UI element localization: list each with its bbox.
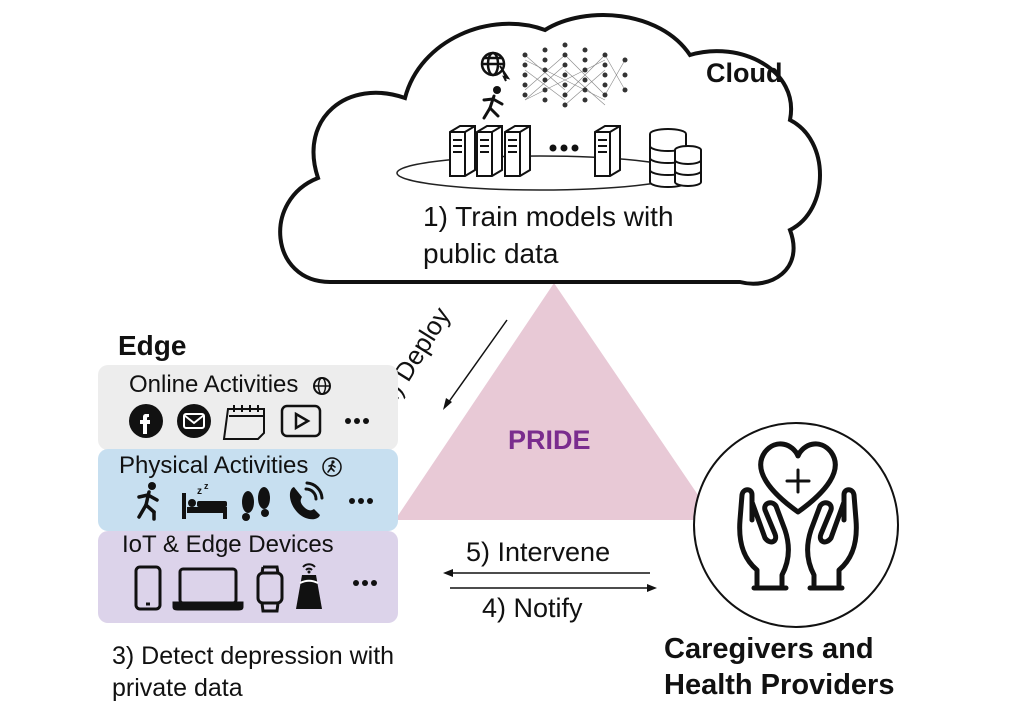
ellipsis-icon xyxy=(345,418,369,424)
edge-title: Edge xyxy=(118,330,187,361)
ellipsis-icon xyxy=(549,144,579,152)
notify-arrow xyxy=(450,584,657,592)
pride-label: PRIDE xyxy=(508,425,591,455)
svg-text:z: z xyxy=(197,486,202,497)
iot-devices-title: IoT & Edge Devices xyxy=(122,531,334,558)
neural-network-icon xyxy=(522,42,628,108)
online-activities-title: Online Activities xyxy=(129,371,299,398)
hands-heart-icon xyxy=(737,441,859,591)
database-icon xyxy=(649,128,702,188)
ellipsis-icon xyxy=(349,498,373,504)
smart-speaker-icon xyxy=(296,563,322,609)
iot-devices-panel: IoT & Edge Devices xyxy=(98,531,398,623)
footprints-icon xyxy=(242,487,270,521)
intervene-arrow xyxy=(443,569,650,577)
cloud-title: Cloud xyxy=(706,58,783,88)
iot-icons-row xyxy=(134,563,377,613)
physical-activities-title: Physical Activities xyxy=(119,452,309,479)
laptop-icon xyxy=(172,567,244,611)
online-activities-panel: Online Activities xyxy=(98,365,398,450)
physical-activities-panel: Physical Activities z z xyxy=(98,449,398,531)
ellipsis-icon xyxy=(353,580,377,586)
intervene-label: 5) Intervene xyxy=(466,537,611,567)
server-icon xyxy=(449,125,621,177)
calendar-icon xyxy=(222,405,265,440)
running-person-icon xyxy=(137,482,159,521)
smartwatch-icon xyxy=(256,565,284,613)
phone-call-icon xyxy=(289,481,324,520)
physical-icons-row: z z xyxy=(137,481,373,521)
email-icon xyxy=(177,404,211,438)
globe-cursor-icon xyxy=(480,51,511,82)
facebook-icon xyxy=(129,404,163,438)
pride-triangle xyxy=(395,283,715,520)
running-person-icon xyxy=(322,456,342,477)
notify-label: 4) Notify xyxy=(482,593,583,623)
caregivers-circle xyxy=(693,422,899,628)
svg-text:z: z xyxy=(204,481,209,491)
online-icons-row xyxy=(129,404,369,440)
video-play-icon xyxy=(280,404,322,438)
globe-icon xyxy=(313,376,332,395)
running-person-icon xyxy=(482,86,504,120)
caregivers-label: Caregivers and Health Providers xyxy=(664,633,895,701)
cloud-caption: 1) Train models with public data xyxy=(423,201,674,269)
smartphone-icon xyxy=(134,565,162,611)
detect-label: 3) Detect depression with private data xyxy=(112,642,395,702)
sleeping-bed-icon: z z xyxy=(182,481,227,519)
deploy-arrow xyxy=(443,319,508,410)
